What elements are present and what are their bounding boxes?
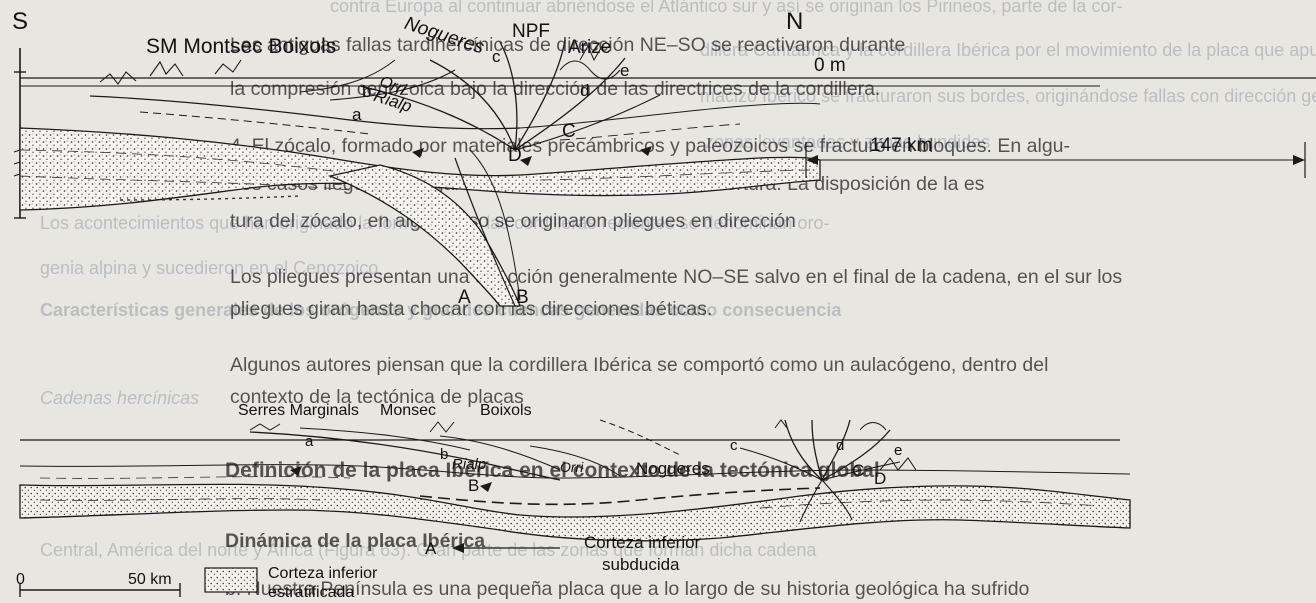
crust-label-line2: subducida xyxy=(602,556,680,573)
letter-b-lower: b xyxy=(440,447,448,462)
stratified-crust-lower xyxy=(20,484,1130,540)
unit-label-arize: Arize xyxy=(568,38,611,57)
letter-c-lower: c xyxy=(730,438,738,453)
unit-label-npf: NPF xyxy=(512,22,550,41)
legend-label-line1: Corteza inferior xyxy=(268,566,377,582)
letter-B-lower: B xyxy=(468,477,479,494)
letter-e-upper: e xyxy=(620,62,629,79)
unit-label-boixols: Boixols xyxy=(480,403,532,419)
lower-cross-section xyxy=(20,420,1130,553)
scale-end-label: 50 km xyxy=(128,572,172,588)
letter-D-lower: D xyxy=(874,470,886,487)
crust-label-line1: Corteza inferior xyxy=(584,534,700,551)
letter-b-upper: b xyxy=(362,83,371,100)
letter-B-upper: B xyxy=(516,288,529,307)
legend-label-line2: estratificada xyxy=(268,585,354,601)
letter-A-lower: A xyxy=(425,540,436,557)
unit-label-nogueres-lower: Nogueres xyxy=(636,460,710,477)
north-label: N xyxy=(786,10,803,34)
scale-start-label: 0 xyxy=(16,572,25,588)
letter-d-lower: d xyxy=(836,438,844,453)
letter-D-upper: D xyxy=(508,146,522,165)
letter-d-upper: d xyxy=(580,82,589,99)
scale-distance-label: 147 km xyxy=(870,136,932,155)
letter-A-upper: A xyxy=(458,288,471,307)
letter-C-upper: C xyxy=(562,122,576,141)
unit-label-rialp-lower: Rialp xyxy=(452,457,486,472)
stratified-crust-swatch xyxy=(205,568,257,592)
letter-C-lower: C xyxy=(852,462,864,479)
letter-a-upper: a xyxy=(352,106,361,123)
letter-c-upper: c xyxy=(492,48,501,65)
south-label: S xyxy=(12,10,28,34)
sea-level-label: 0 m xyxy=(814,56,846,75)
letter-a-lower: a xyxy=(305,434,313,449)
letter-e-lower: e xyxy=(894,443,902,458)
unit-label-orri-lower: Orri xyxy=(560,460,583,474)
upper-cross-section xyxy=(14,40,1316,306)
section-title: SM Montsec Boixols xyxy=(146,36,336,57)
unit-label-serres-marginals: Serres Marginals xyxy=(238,403,359,419)
unit-label-monsec: Monsec xyxy=(380,403,436,419)
